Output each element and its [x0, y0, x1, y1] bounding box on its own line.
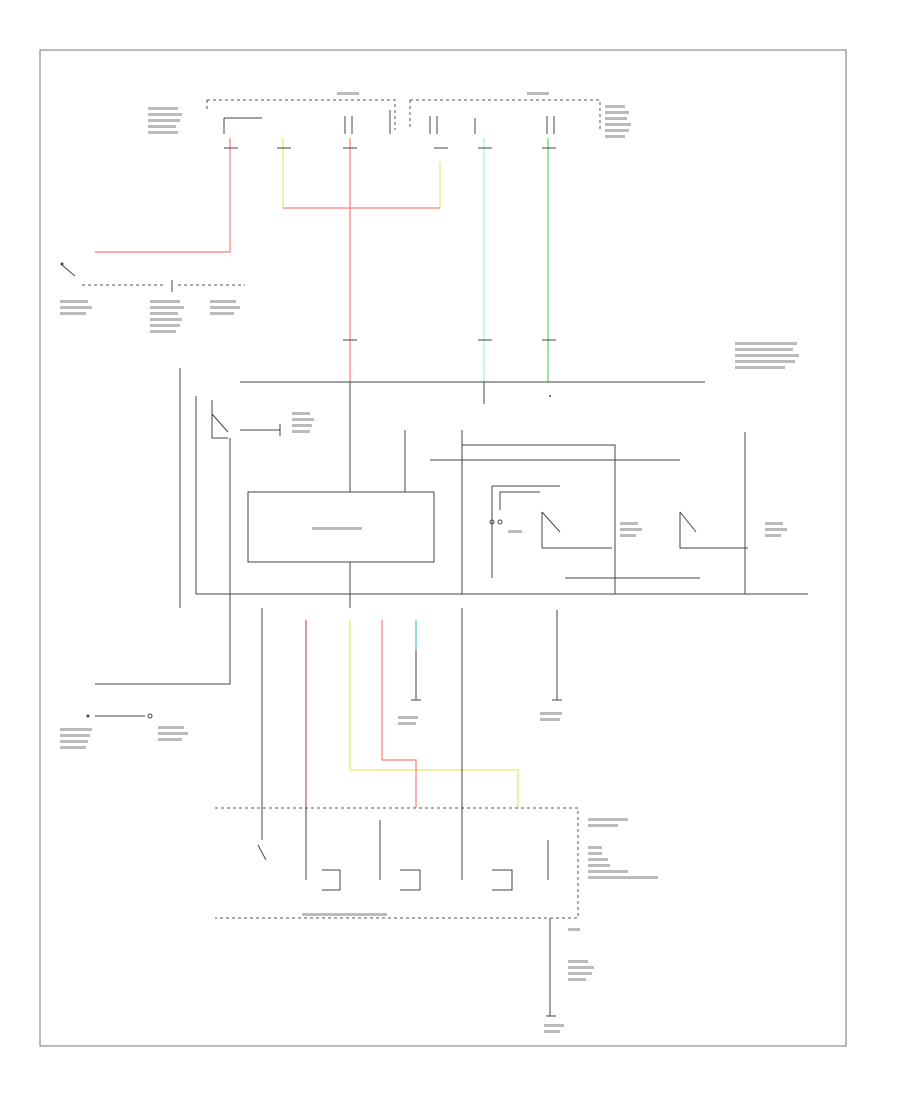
lower-wires — [86, 608, 558, 808]
right-note-marks — [735, 342, 799, 369]
right-switches — [489, 485, 787, 578]
relay-left — [211, 400, 314, 608]
module-bus — [179, 368, 808, 608]
top-fuse-boxes — [206, 99, 601, 134]
left-switch-group — [60, 262, 245, 333]
diagram-frame — [39, 49, 847, 1047]
control-module — [247, 491, 435, 608]
fuse-label-marks — [148, 92, 631, 138]
fuse-symbols — [344, 116, 555, 134]
wire-red-1 — [95, 138, 231, 253]
ground-symbols — [411, 699, 562, 1017]
lower-label-marks — [60, 712, 658, 879]
bottom-label-marks — [544, 928, 594, 1033]
connector-ticks — [224, 147, 556, 341]
wire-yellow-red — [282, 138, 441, 209]
bottom-switch-box — [215, 807, 579, 1016]
